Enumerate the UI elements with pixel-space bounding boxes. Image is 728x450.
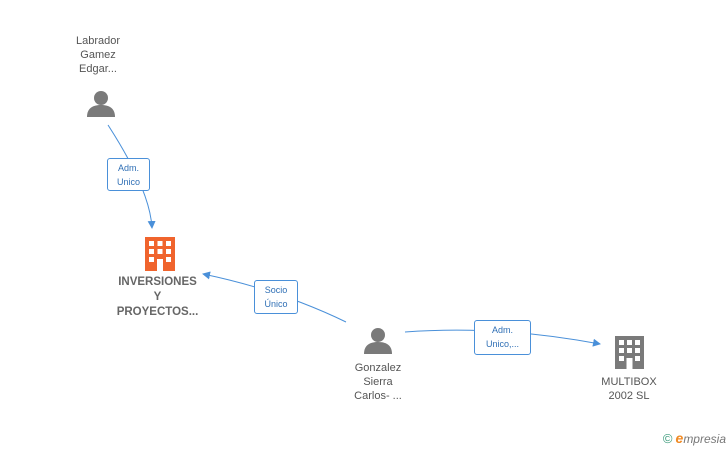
edge-label-adm-unico-2[interactable]: Adm. Unico,... [474,320,531,355]
node-label-inversiones[interactable]: INVERSIONES Y PROYECTOS... [100,275,215,320]
edge-label-line: Único [264,299,288,309]
edge-label-adm-unico[interactable]: Adm. Unico [107,158,150,191]
edge-label-socio-unico[interactable]: Socio Único [254,280,298,314]
brand-logo: ©empresia [663,430,726,446]
node-label-line: Y [153,291,162,303]
node-label-labrador[interactable]: Labrador Gamez Edgar... [58,34,138,76]
person-icon[interactable] [87,91,115,117]
node-label-line: Gonzalez [354,362,402,374]
node-label-multibox[interactable]: MULTIBOX 2002 SL [586,375,672,403]
copyright-icon: © [662,431,673,446]
edge-label-line: Adm. [117,163,139,173]
node-label-line: Sierra [363,376,393,388]
brand-name: mpresia [683,432,726,446]
node-label-line: INVERSIONES [118,276,197,288]
node-label-gonzalez[interactable]: Gonzalez Sierra Carlos- ... [336,361,420,403]
edge-label-line: Unico [116,177,140,187]
brand-e: e [675,430,684,446]
person-icon[interactable] [364,328,392,354]
node-label-line: MULTIBOX [601,376,657,388]
node-label-line: Gamez [80,49,116,61]
node-label-line: Labrador [75,35,121,47]
node-label-line: 2002 SL [608,390,650,402]
node-label-line: Carlos- ... [354,390,402,402]
building-icon[interactable] [615,336,644,369]
building-icon[interactable] [145,237,175,271]
node-label-line: PROYECTOS... [116,306,199,318]
node-label-line: Edgar... [79,63,117,75]
edge-label-line: Unico,... [485,339,519,349]
edge-label-line: Socio [264,285,288,295]
edge-label-line: Adm. [491,325,513,335]
